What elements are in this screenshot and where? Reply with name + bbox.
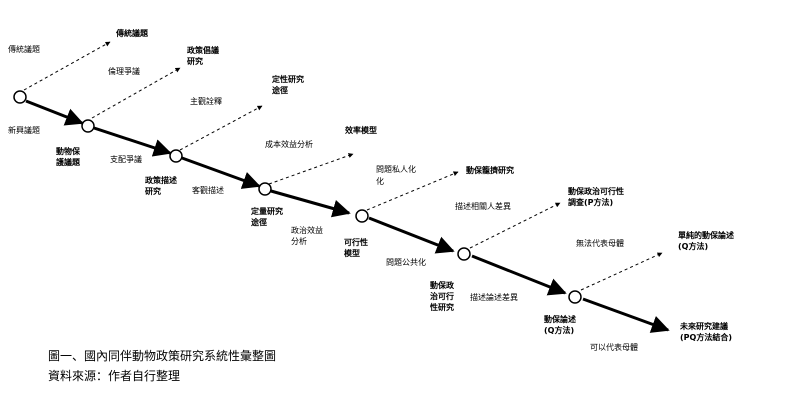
label-l21: 化 xyxy=(376,176,384,186)
label-l42: 可以代表母體 xyxy=(590,342,638,352)
label-l11: 定性研究 xyxy=(271,74,304,84)
label-l36: 單純的動保論述 xyxy=(678,230,734,240)
label-l39: (Q方法) xyxy=(544,325,574,335)
main-segment-3 xyxy=(181,156,261,189)
branch-arrow-7 xyxy=(580,252,663,291)
node-7 xyxy=(568,290,582,304)
label-l13: 政策描述 xyxy=(145,175,177,185)
branch-arrow-2 xyxy=(91,67,181,119)
label-l3: 新興議題 xyxy=(8,125,40,135)
label-l8: 護議題 xyxy=(56,157,81,167)
label-l27: 描述相關人差異 xyxy=(455,201,511,211)
main-segment-6 xyxy=(471,254,567,296)
label-l23: 分析 xyxy=(291,236,307,246)
branch-paths xyxy=(23,41,663,291)
caption-source: 資料來源：作者自行整理 xyxy=(48,368,180,383)
node-5 xyxy=(355,209,369,223)
label-l1: 傳統議題 xyxy=(8,44,40,54)
branch-arrow-1 xyxy=(23,41,111,91)
label-l24: 動保籠擠研究 xyxy=(466,165,514,175)
main-segment-1 xyxy=(25,99,84,126)
node-1 xyxy=(13,90,27,104)
node-4 xyxy=(258,182,272,196)
label-l30: 調查(P方法) xyxy=(568,197,613,207)
labels: 傳統議題 傳統議題 新興議題 倫理爭議 政策倡議 研究 動物保 護議題 主觀詮釋… xyxy=(8,28,734,352)
label-l17: 效率模型 xyxy=(345,125,377,135)
caption: 圖一、國內同伴動物政策研究系統性彙整圖 資料來源：作者自行整理 xyxy=(48,348,276,383)
label-l18: 定量研究 xyxy=(250,206,283,216)
label-l6: 研究 xyxy=(187,56,203,66)
label-l15: 成本效益分析 xyxy=(265,139,313,149)
main-segment-2 xyxy=(93,126,172,157)
label-l20: 問題私人化 xyxy=(376,164,416,174)
label-l31: 動保政 xyxy=(430,280,454,290)
label-l7: 動物保 xyxy=(56,146,81,156)
label-l10: 支配爭議 xyxy=(110,154,142,164)
label-l9: 主觀詮釋 xyxy=(190,96,222,106)
label-l28: 問題公共化 xyxy=(386,257,426,267)
label-l34: 無法代表母體 xyxy=(576,238,624,248)
branch-arrow-6 xyxy=(469,202,561,249)
label-l4: 倫理爭議 xyxy=(108,66,140,76)
label-l5: 政策倡議 xyxy=(187,45,219,55)
label-l33: 性研究 xyxy=(430,302,454,312)
label-l41: (PQ方法結合) xyxy=(680,332,732,342)
label-l19: 途徑 xyxy=(251,217,267,227)
branch-arrow-3 xyxy=(179,105,263,151)
label-l37: (Q方法) xyxy=(678,241,708,251)
label-l40: 未來研究建議 xyxy=(679,321,728,331)
label-l22: 政治效益 xyxy=(291,225,323,235)
caption-title: 圖一、國內同伴動物政策研究系統性彙整圖 xyxy=(48,348,276,363)
main-path xyxy=(25,99,670,333)
nodes xyxy=(13,90,582,304)
label-l14: 研究 xyxy=(145,186,161,196)
node-6 xyxy=(457,247,471,261)
label-l12: 途徑 xyxy=(272,85,288,95)
main-segment-4 xyxy=(270,189,351,218)
node-2 xyxy=(81,119,95,133)
node-3 xyxy=(169,149,183,163)
label-l29: 動保政治可行性 xyxy=(568,186,624,196)
main-segment-7 xyxy=(582,297,670,333)
branch-arrow-4 xyxy=(268,153,354,185)
label-l2: 傳統議題 xyxy=(115,28,149,38)
label-l38: 動保論述 xyxy=(544,314,576,324)
label-l26: 模型 xyxy=(344,248,360,258)
label-l16: 客觀描述 xyxy=(192,185,224,195)
label-l32: 治可行 xyxy=(430,291,454,301)
branch-arrow-5 xyxy=(366,171,459,211)
label-l35: 描述論述差異 xyxy=(470,292,518,302)
label-l25: 可行性 xyxy=(344,237,368,247)
main-segment-5 xyxy=(368,216,455,254)
